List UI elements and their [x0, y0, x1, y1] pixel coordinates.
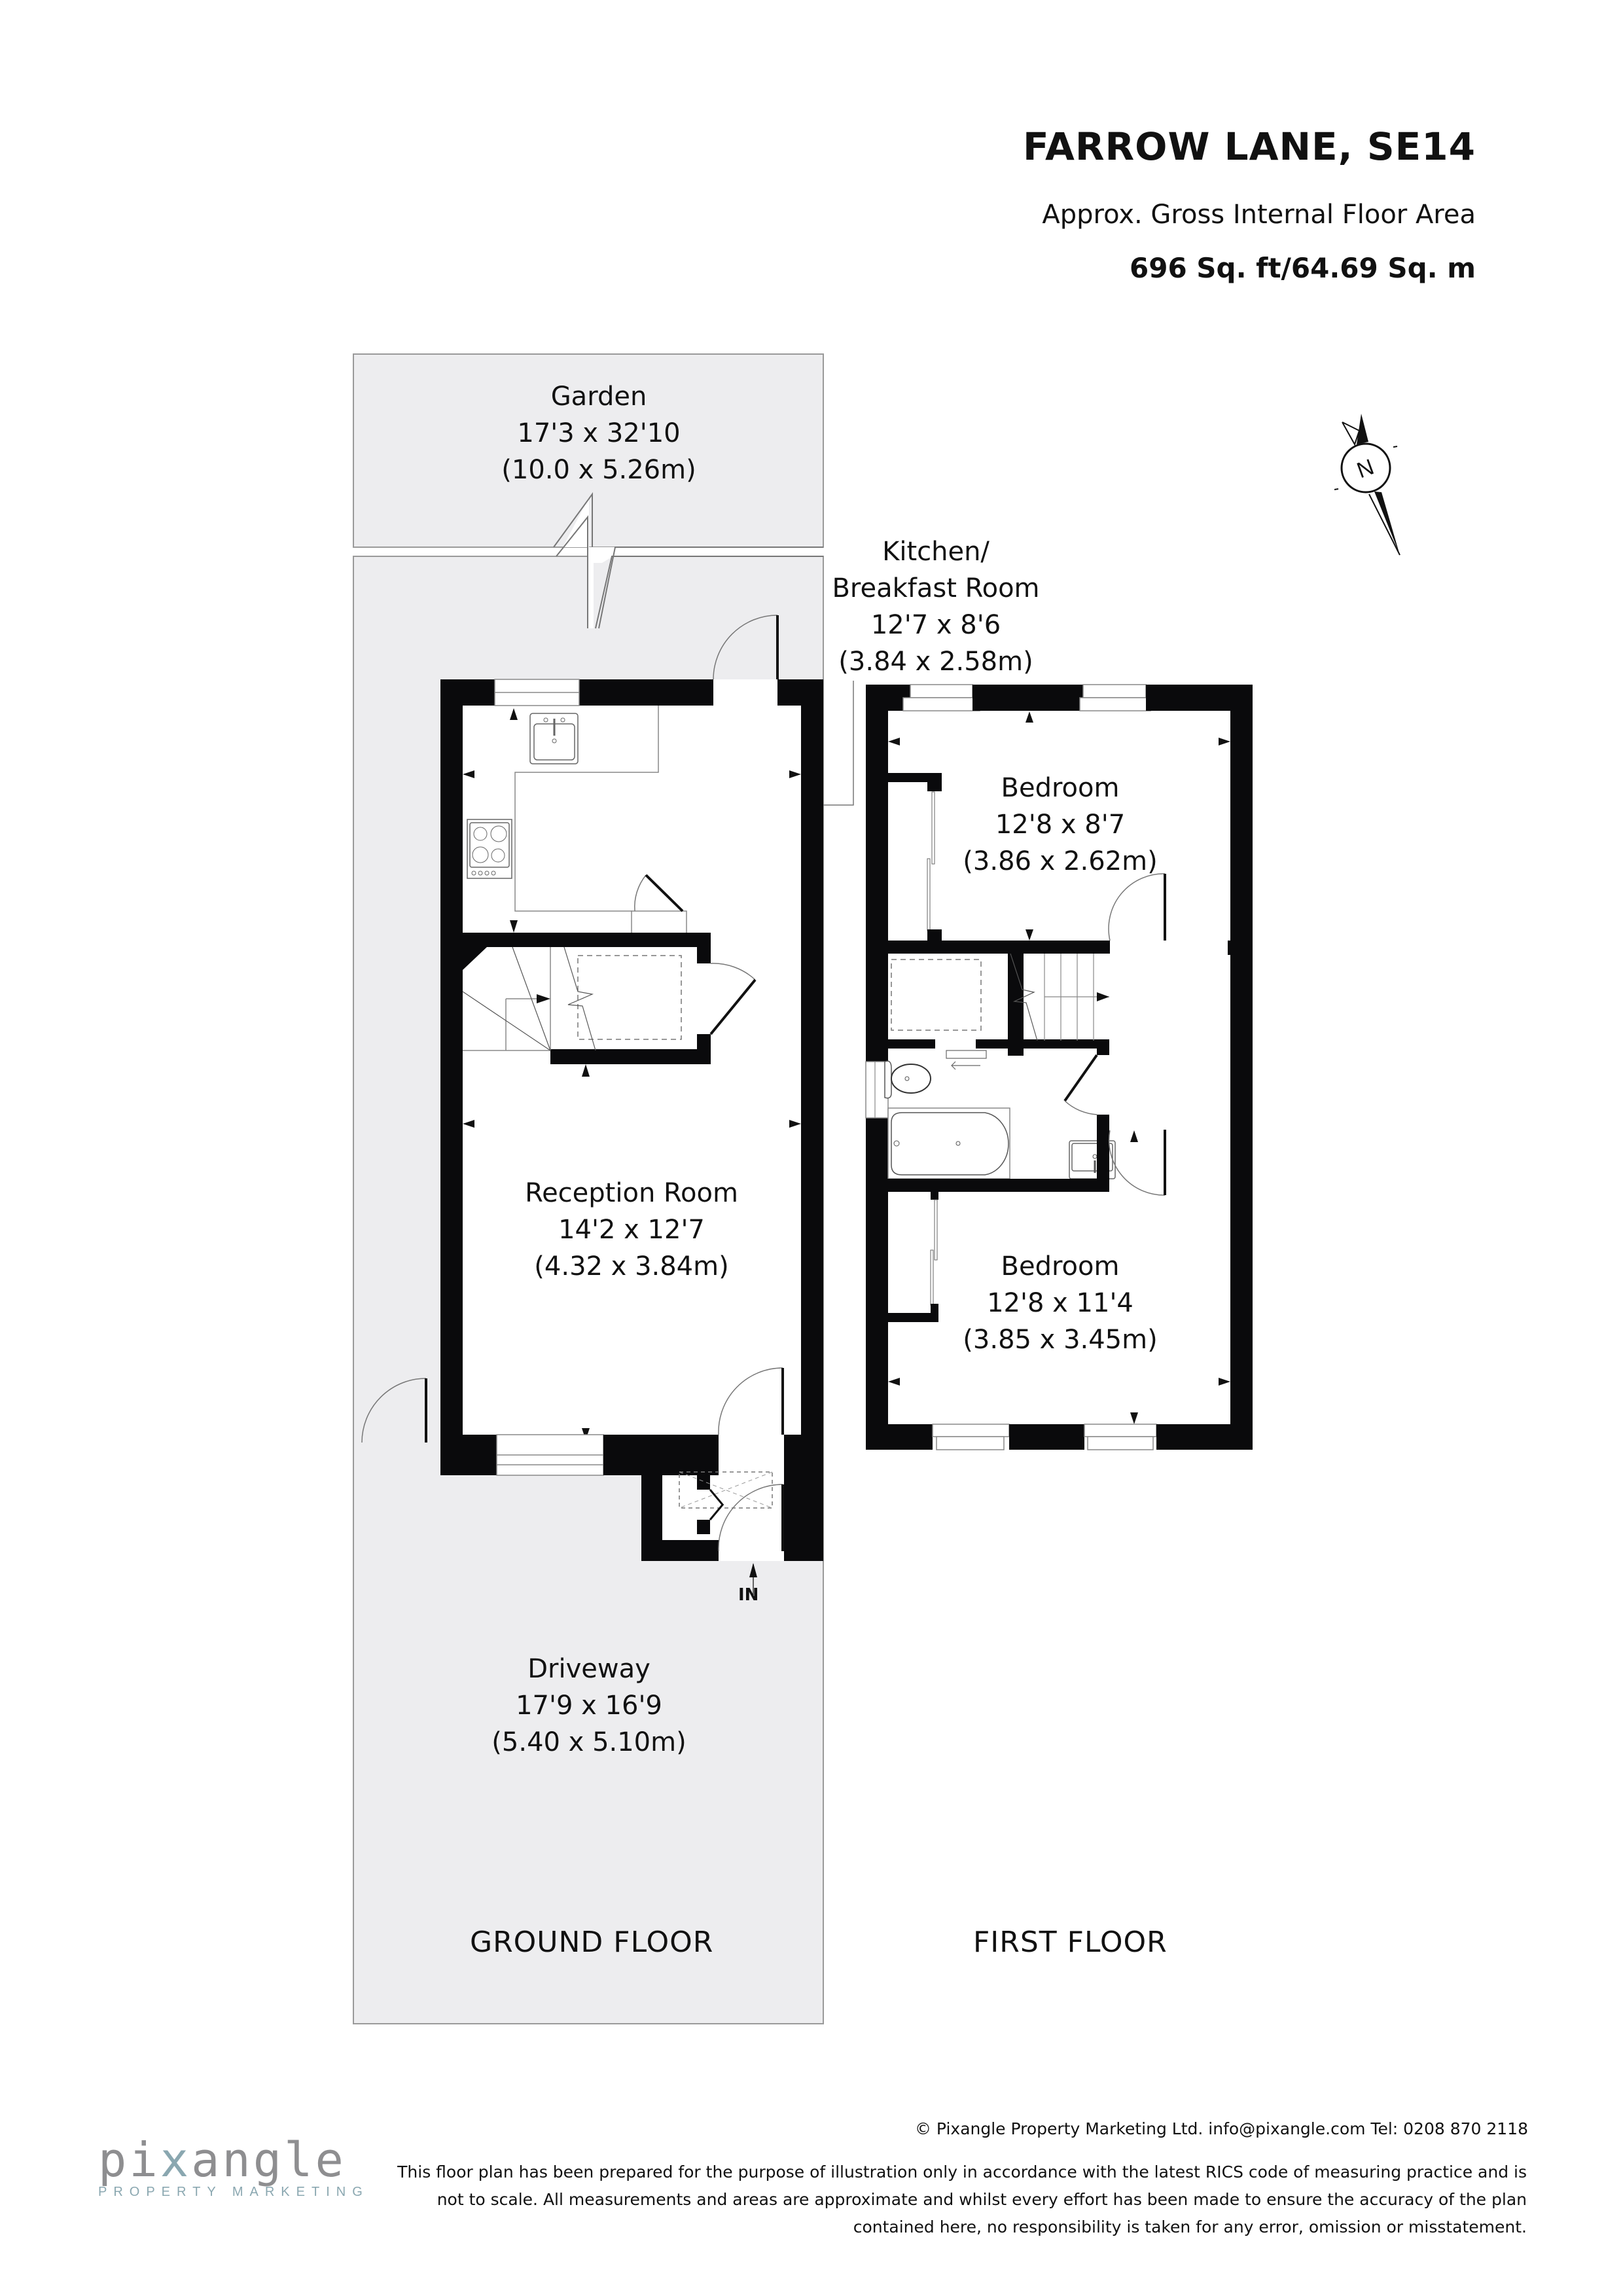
pixangle-logo: pixangle PROPERTY MARKETING — [98, 2132, 369, 2200]
toilet-icon — [884, 1060, 931, 1099]
entrance-label: IN — [738, 1585, 759, 1605]
area-value: 696 Sq. ft/64.69 Sq. m — [1130, 252, 1476, 284]
room-label-garden: Garden 17'3 x 32'10 (10.0 x 5.26m) — [452, 378, 746, 488]
room-size-imperial: 17'3 x 32'10 — [517, 418, 681, 448]
room-name-line1: Kitchen/ — [882, 537, 990, 567]
copyright-text: © Pixangle Property Marketing Ltd. info@… — [914, 2119, 1528, 2138]
first-floor-label: FIRST FLOOR — [973, 1926, 1168, 1959]
room-size-metric: (4.32 x 3.84m) — [534, 1251, 729, 1282]
room-size-metric: (3.86 x 2.62m) — [963, 846, 1158, 876]
room-size-metric: (5.40 x 5.10m) — [491, 1727, 687, 1757]
bath-icon — [887, 1107, 1010, 1179]
logo-wordmark: pixangle — [98, 2132, 346, 2187]
room-name: Bedroom — [1001, 1251, 1120, 1282]
room-size-metric: (3.85 x 3.45m) — [963, 1325, 1158, 1355]
ground-floor-plan — [361, 615, 854, 1595]
room-size-imperial: 12'7 x 8'6 — [870, 610, 1001, 640]
hob-icon — [467, 819, 512, 879]
property-title: FARROW LANE, SE14 — [1023, 124, 1476, 169]
north-arrow-icon: N — [1334, 414, 1400, 556]
first-floor-plan — [865, 684, 1253, 1450]
room-size-imperial: 14'2 x 12'7 — [558, 1215, 705, 1245]
room-label-reception: Reception Room 14'2 x 12'7 (4.32 x 3.84m… — [484, 1175, 779, 1285]
disclaimer-line-2: not to scale. All measurements and areas… — [437, 2190, 1527, 2209]
room-size-imperial: 12'8 x 11'4 — [987, 1288, 1133, 1318]
area-caption: Approx. Gross Internal Floor Area — [1042, 200, 1476, 230]
room-size-imperial: 17'9 x 16'9 — [516, 1691, 662, 1721]
room-label-bedroom-1: Bedroom 12'8 x 8'7 (3.86 x 2.62m) — [929, 770, 1191, 880]
room-label-bedroom-2: Bedroom 12'8 x 11'4 (3.85 x 3.45m) — [929, 1248, 1191, 1358]
disclaimer-line-3: contained here, no responsibility is tak… — [853, 2217, 1527, 2236]
room-size-metric: (3.84 x 2.58m) — [838, 647, 1033, 677]
room-name: Bedroom — [1001, 773, 1120, 803]
room-name: Garden — [550, 382, 647, 412]
ground-floor-label: GROUND FLOOR — [470, 1926, 714, 1959]
room-name: Driveway — [527, 1654, 651, 1684]
room-label-kitchen: Kitchen/ Breakfast Room 12'7 x 8'6 (3.84… — [812, 533, 1060, 680]
logo-tagline: PROPERTY MARKETING — [98, 2185, 369, 2199]
room-size-imperial: 12'8 x 8'7 — [995, 810, 1126, 840]
room-size-metric: (10.0 x 5.26m) — [501, 455, 696, 485]
kitchen-sink-icon — [529, 713, 579, 764]
break-symbol-icon — [553, 492, 823, 629]
room-label-driveway: Driveway 17'9 x 16'9 (5.40 x 5.10m) — [452, 1651, 726, 1761]
room-name: Reception Room — [525, 1178, 738, 1208]
disclaimer-line-1: This floor plan has been prepared for th… — [397, 2162, 1527, 2181]
room-name-line2: Breakfast Room — [832, 573, 1040, 603]
